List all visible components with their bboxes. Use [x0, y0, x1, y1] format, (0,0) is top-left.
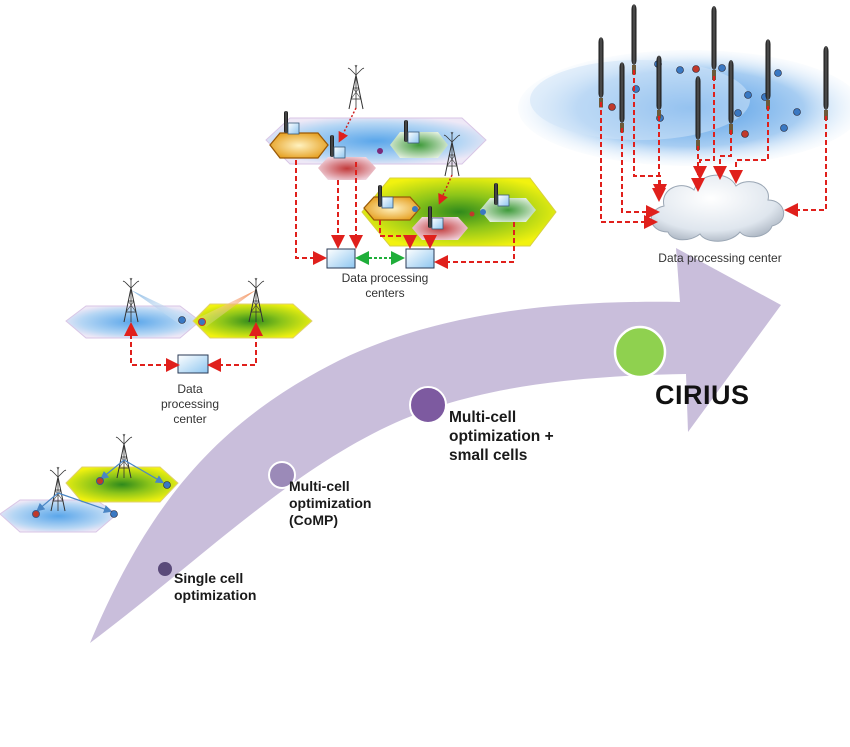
stage-label-line: Multi-cell — [289, 478, 350, 494]
label-line: Data — [177, 382, 203, 396]
data-processing-box-left — [326, 248, 356, 269]
small-cells-illustration — [265, 64, 557, 269]
stage-marker-comp — [268, 461, 296, 489]
cloud — [650, 174, 784, 242]
stage-label-line: optimization — [174, 587, 257, 603]
evolution-arrow — [90, 248, 781, 643]
cirius-illustration — [518, 4, 850, 242]
data-processing-box-right — [405, 248, 435, 269]
stage-label-line: optimization + — [449, 428, 554, 445]
comp-data-processing-box — [177, 354, 209, 374]
stage-label-comp: Multi-cell optimization (CoMP) — [289, 478, 371, 529]
stage-marker-small-cells — [409, 386, 447, 424]
comp-illustration — [65, 277, 313, 374]
label-line: center — [173, 412, 207, 426]
label-line: processing — [160, 397, 220, 411]
single-cell-illustration — [0, 433, 179, 533]
label-dpc-comp: Data processing center — [150, 382, 230, 427]
label-dpc-cirius: Data processing center — [658, 251, 782, 265]
label-line: centers — [365, 286, 405, 300]
stage-label-single-cell: Single cell optimization — [174, 570, 256, 604]
stage-label-line: Multi-cell — [449, 409, 517, 426]
stage-label-cirius: CIRIUS — [655, 380, 750, 410]
stage-label-small-cells: Multi-cell optimization + small cells — [449, 408, 554, 465]
stage-marker-cirius — [613, 325, 667, 379]
stage-label-line: small cells — [449, 447, 528, 464]
label-line: Data processing — [341, 271, 429, 285]
stage-label-line: (CoMP) — [289, 512, 338, 528]
label-dpc-small-cells: Data processing centers — [330, 271, 440, 301]
stage-label-line: optimization — [289, 495, 372, 511]
stage-label-line: Single cell — [174, 570, 244, 586]
stage-marker-single-cell — [158, 562, 172, 576]
